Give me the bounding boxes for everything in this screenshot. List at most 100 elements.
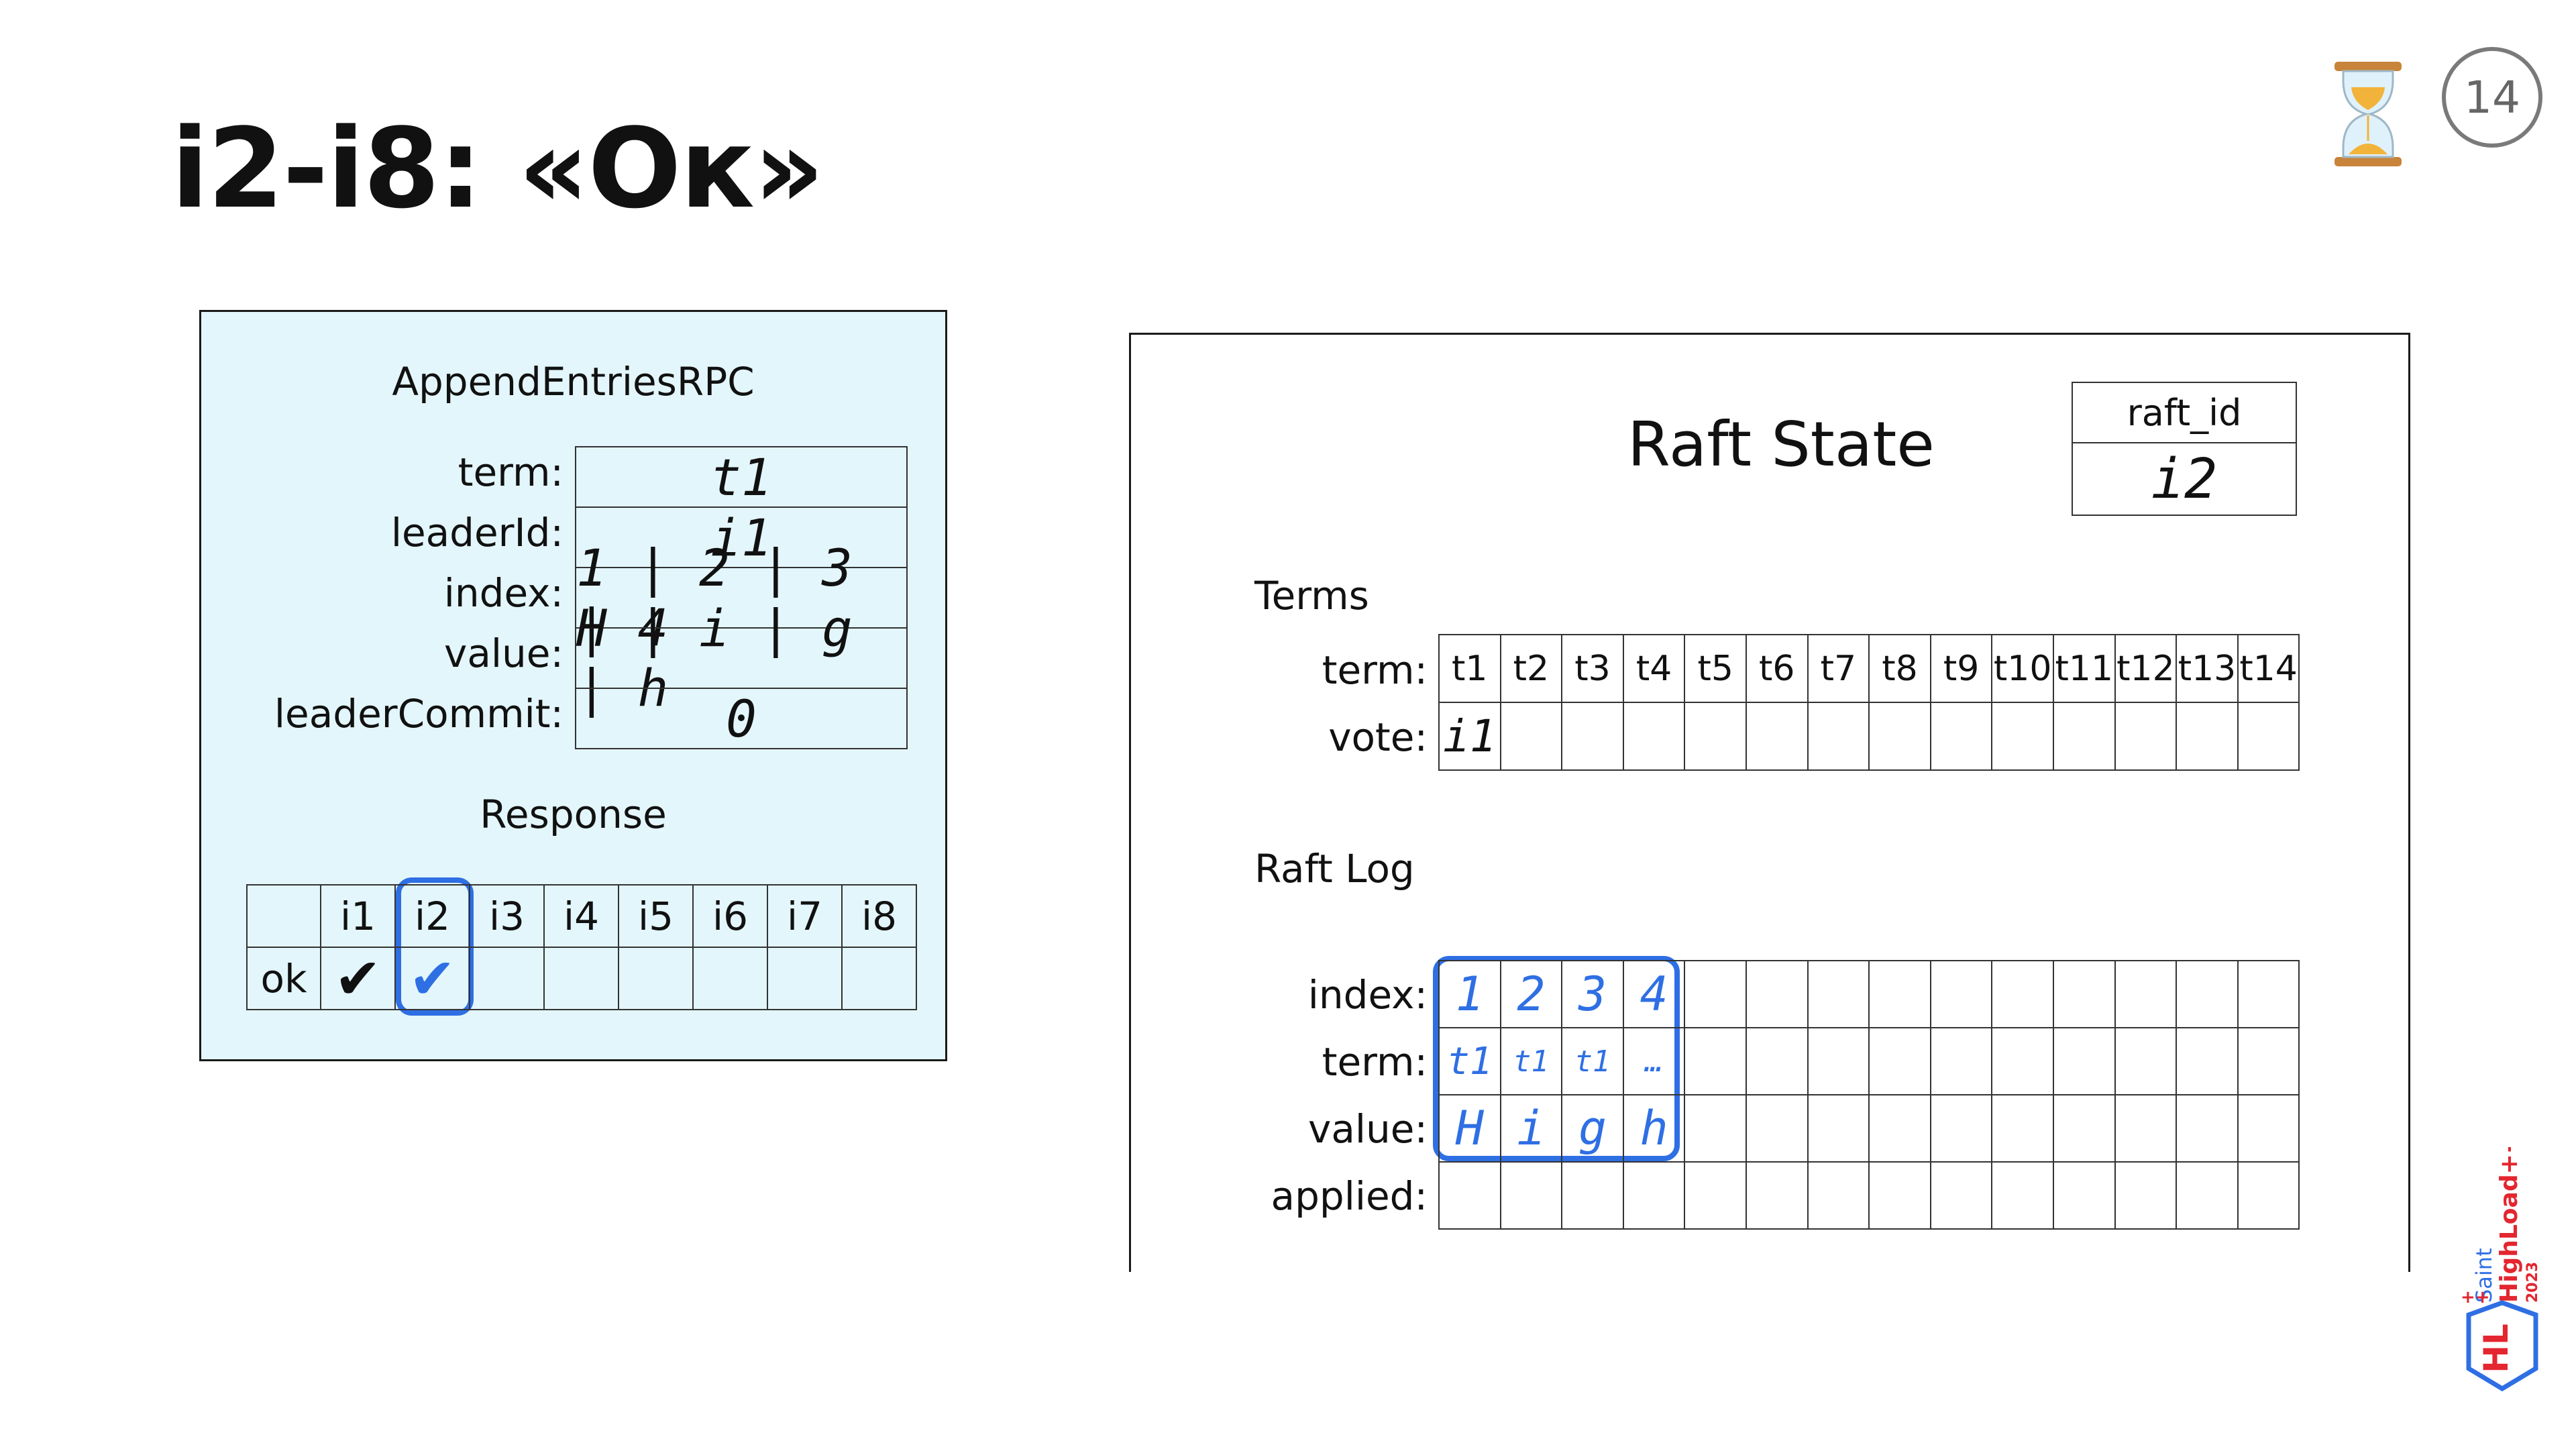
log-index-cell: 2: [1499, 960, 1563, 1028]
log-term-cell: [1746, 1027, 1809, 1095]
log-applied-cell: [1807, 1161, 1870, 1230]
log-value-cell: h: [1622, 1094, 1686, 1163]
log-index-cell: [1929, 960, 1993, 1028]
rpc-field-value: t1: [575, 446, 908, 508]
logo-saint: Saint: [2471, 1248, 2497, 1303]
term-header-cell: t14: [2237, 634, 2300, 703]
rpc-field-value: H | i | g | h: [575, 598, 908, 718]
logo-year: 2023: [2524, 1262, 2541, 1303]
log-row-label: applied:: [1271, 1173, 1428, 1219]
log-term-cell: [2114, 1027, 2178, 1095]
response-row-label: ok: [246, 947, 321, 1010]
vote-cell: [1499, 702, 1563, 771]
log-index-cell: [1868, 960, 1931, 1028]
raft-log-title: Raft Log: [1254, 846, 1415, 892]
term-header-cell: t3: [1561, 634, 1624, 703]
log-index-cell: [1807, 960, 1870, 1028]
response-title: Response: [480, 792, 667, 837]
log-index-cell: [2053, 960, 2116, 1028]
response-col-header: i1: [320, 884, 396, 948]
vote-cell: [1991, 702, 2054, 771]
log-term-cell: t1: [1438, 1027, 1501, 1095]
term-header-cell: t1: [1438, 634, 1501, 703]
log-index-cell: [1684, 960, 1747, 1028]
log-value-cell: [1746, 1094, 1809, 1163]
log-index-cell: 3: [1561, 960, 1624, 1028]
log-term-cell: [1991, 1027, 2054, 1095]
log-applied-cell: [2114, 1161, 2178, 1230]
log-index-cell: 4: [1622, 960, 1686, 1028]
log-term-cell: [2176, 1027, 2239, 1095]
log-term-cell: [1684, 1027, 1747, 1095]
response-ok-cell: ✔: [320, 946, 396, 1012]
log-value-cell: [2237, 1094, 2300, 1163]
response-col-header: i2: [394, 884, 470, 948]
highload-logo: Saint HighLoad++ 2023 HL ++: [2461, 1147, 2541, 1392]
log-applied-cell: [1991, 1161, 2054, 1230]
response-col-header: i4: [543, 884, 619, 948]
log-value-cell: g: [1561, 1094, 1624, 1163]
log-term-cell: [1929, 1027, 1993, 1095]
vote-cell: [1746, 702, 1809, 771]
log-index-cell: 1: [1438, 960, 1501, 1028]
log-value-cell: [2176, 1094, 2239, 1163]
log-term-cell: [1807, 1027, 1870, 1095]
hourglass-icon: [2334, 62, 2402, 166]
logo-plus: ++: [2461, 1287, 2490, 1307]
vote-cell: [1868, 702, 1931, 771]
log-value-cell: i: [1499, 1094, 1563, 1163]
log-value-cell: [2053, 1094, 2116, 1163]
vote-cell: [1807, 702, 1870, 771]
rpc-title: AppendEntriesRPC: [392, 359, 755, 405]
raft-id-value: i2: [2072, 442, 2297, 516]
terms-term-label: term:: [1322, 647, 1428, 693]
rpc-field-label: value:: [444, 631, 564, 676]
log-index-cell: [2114, 960, 2178, 1028]
log-applied-cell: [1438, 1161, 1501, 1230]
append-entries-panel: AppendEntriesRPC term: leaderId: index: …: [199, 310, 947, 1061]
term-header-cell: t2: [1499, 634, 1563, 703]
log-row-label: term:: [1322, 1039, 1428, 1085]
log-value-cell: [1991, 1094, 2054, 1163]
response-ok-cell: [469, 947, 545, 1010]
logo-highload: HighLoad++: [2496, 1147, 2523, 1303]
response-ok-cell: [767, 947, 843, 1010]
rpc-field-label: leaderId:: [390, 510, 564, 555]
term-header-cell: t10: [1991, 634, 2054, 703]
log-value-cell: [1868, 1094, 1931, 1163]
log-applied-cell: [1622, 1161, 1686, 1230]
vote-cell: [2237, 702, 2300, 771]
terms-title: Terms: [1254, 573, 1369, 619]
log-term-cell: [2237, 1027, 2300, 1095]
term-header-cell: t12: [2114, 634, 2178, 703]
rpc-field-label: term:: [458, 449, 564, 495]
log-value-cell: [1929, 1094, 1993, 1163]
vote-cell: [1561, 702, 1624, 771]
terms-vote-label: vote:: [1328, 714, 1428, 760]
log-term-cell: t1: [1499, 1027, 1563, 1095]
log-row-label: value:: [1308, 1106, 1428, 1152]
term-header-cell: t13: [2176, 634, 2239, 703]
response-corner-cell: [246, 884, 321, 948]
log-highlight: [1433, 956, 1680, 1161]
term-header-cell: t4: [1622, 634, 1686, 703]
rpc-field-value: 0: [575, 688, 908, 749]
log-applied-cell: [1929, 1161, 1993, 1230]
response-ok-cell: [618, 947, 694, 1010]
response-col-header: i8: [841, 884, 917, 948]
log-index-cell: [1991, 960, 2054, 1028]
rpc-field-label: leaderCommit:: [274, 691, 564, 737]
vote-cell: [1684, 702, 1747, 771]
response-ok-cell: [841, 947, 917, 1010]
vote-cell: [1622, 702, 1686, 771]
log-term-cell: t1: [1561, 1027, 1624, 1095]
logo-mark: HL: [2477, 1324, 2516, 1373]
response-ok-cell: ✔: [394, 946, 470, 1012]
vote-cell: [2114, 702, 2178, 771]
term-header-cell: t8: [1868, 634, 1931, 703]
log-term-cell: [1868, 1027, 1931, 1095]
log-applied-cell: [2237, 1161, 2300, 1230]
log-row-label: index:: [1307, 972, 1428, 1018]
term-header-cell: t11: [2053, 634, 2116, 703]
term-header-cell: t7: [1807, 634, 1870, 703]
